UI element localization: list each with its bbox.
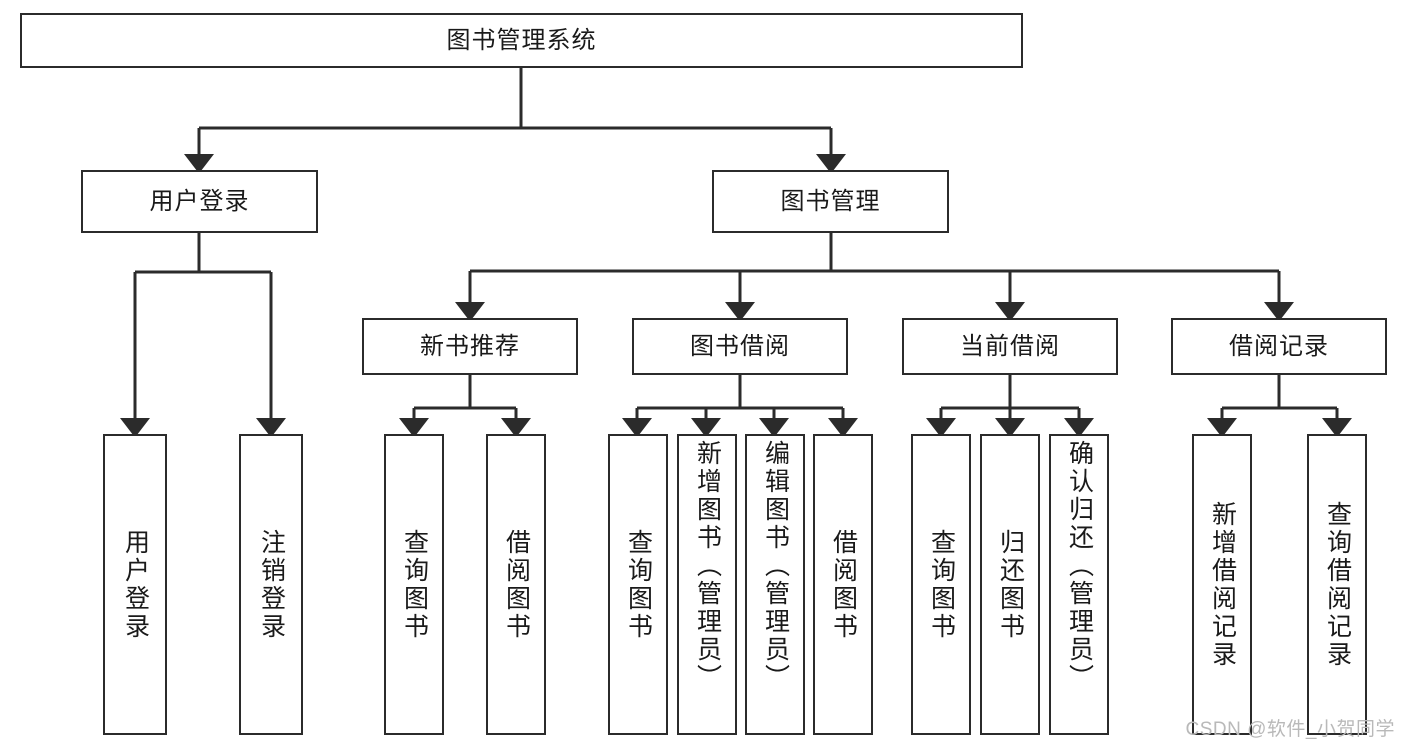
leaf-query-book-2[interactable]: 查询图书 [608, 434, 668, 735]
leaf-confirm-return-admin[interactable]: 确认归还（管理员） [1049, 434, 1109, 735]
leaf-user-login[interactable]: 用户登录 [103, 434, 167, 735]
node-label: 确认归还（管理员） [1065, 440, 1094, 692]
leaf-borrow-book-1[interactable]: 借阅图书 [486, 434, 546, 735]
node-borrow-record[interactable]: 借阅记录 [1171, 318, 1387, 375]
leaf-edit-book-admin[interactable]: 编辑图书（管理员） [745, 434, 805, 735]
node-label: 新增借阅记录 [1208, 500, 1237, 669]
node-new-book-recommend[interactable]: 新书推荐 [362, 318, 578, 375]
node-label: 图书管理系统 [446, 26, 597, 54]
node-book-management[interactable]: 图书管理 [712, 170, 949, 233]
node-label: 借阅图书 [829, 528, 858, 641]
node-current-borrow[interactable]: 当前借阅 [902, 318, 1118, 375]
node-label: 用户登录 [121, 528, 150, 641]
node-root-book-management-system[interactable]: 图书管理系统 [20, 13, 1023, 68]
node-label: 图书管理 [780, 187, 881, 215]
node-label: 新书推荐 [420, 332, 520, 360]
node-label: 查询图书 [624, 528, 653, 641]
leaf-add-borrow-record[interactable]: 新增借阅记录 [1192, 434, 1252, 735]
node-label: 图书借阅 [690, 332, 790, 360]
leaf-borrow-book-2[interactable]: 借阅图书 [813, 434, 873, 735]
node-label: 归还图书 [996, 528, 1025, 641]
csdn-watermark: CSDN @软件_小贺同学 [1185, 719, 1395, 740]
node-label: 查询图书 [400, 528, 429, 641]
leaf-query-book-1[interactable]: 查询图书 [384, 434, 444, 735]
node-label: 借阅图书 [502, 528, 531, 641]
node-label: 注销登录 [257, 528, 286, 641]
node-label: 用户登录 [149, 187, 250, 215]
node-label: 当前借阅 [960, 332, 1060, 360]
leaf-logout-login[interactable]: 注销登录 [239, 434, 303, 735]
node-user-login[interactable]: 用户登录 [81, 170, 318, 233]
node-label: 借阅记录 [1229, 332, 1329, 360]
node-book-borrow[interactable]: 图书借阅 [632, 318, 848, 375]
leaf-add-book-admin[interactable]: 新增图书（管理员） [677, 434, 737, 735]
leaf-query-book-3[interactable]: 查询图书 [911, 434, 971, 735]
leaf-query-borrow-record[interactable]: 查询借阅记录 [1307, 434, 1367, 735]
node-label: 查询借阅记录 [1323, 500, 1352, 669]
node-label: 查询图书 [927, 528, 956, 641]
leaf-return-book[interactable]: 归还图书 [980, 434, 1040, 735]
node-label: 新增图书（管理员） [693, 440, 722, 692]
node-label: 编辑图书（管理员） [761, 440, 790, 692]
